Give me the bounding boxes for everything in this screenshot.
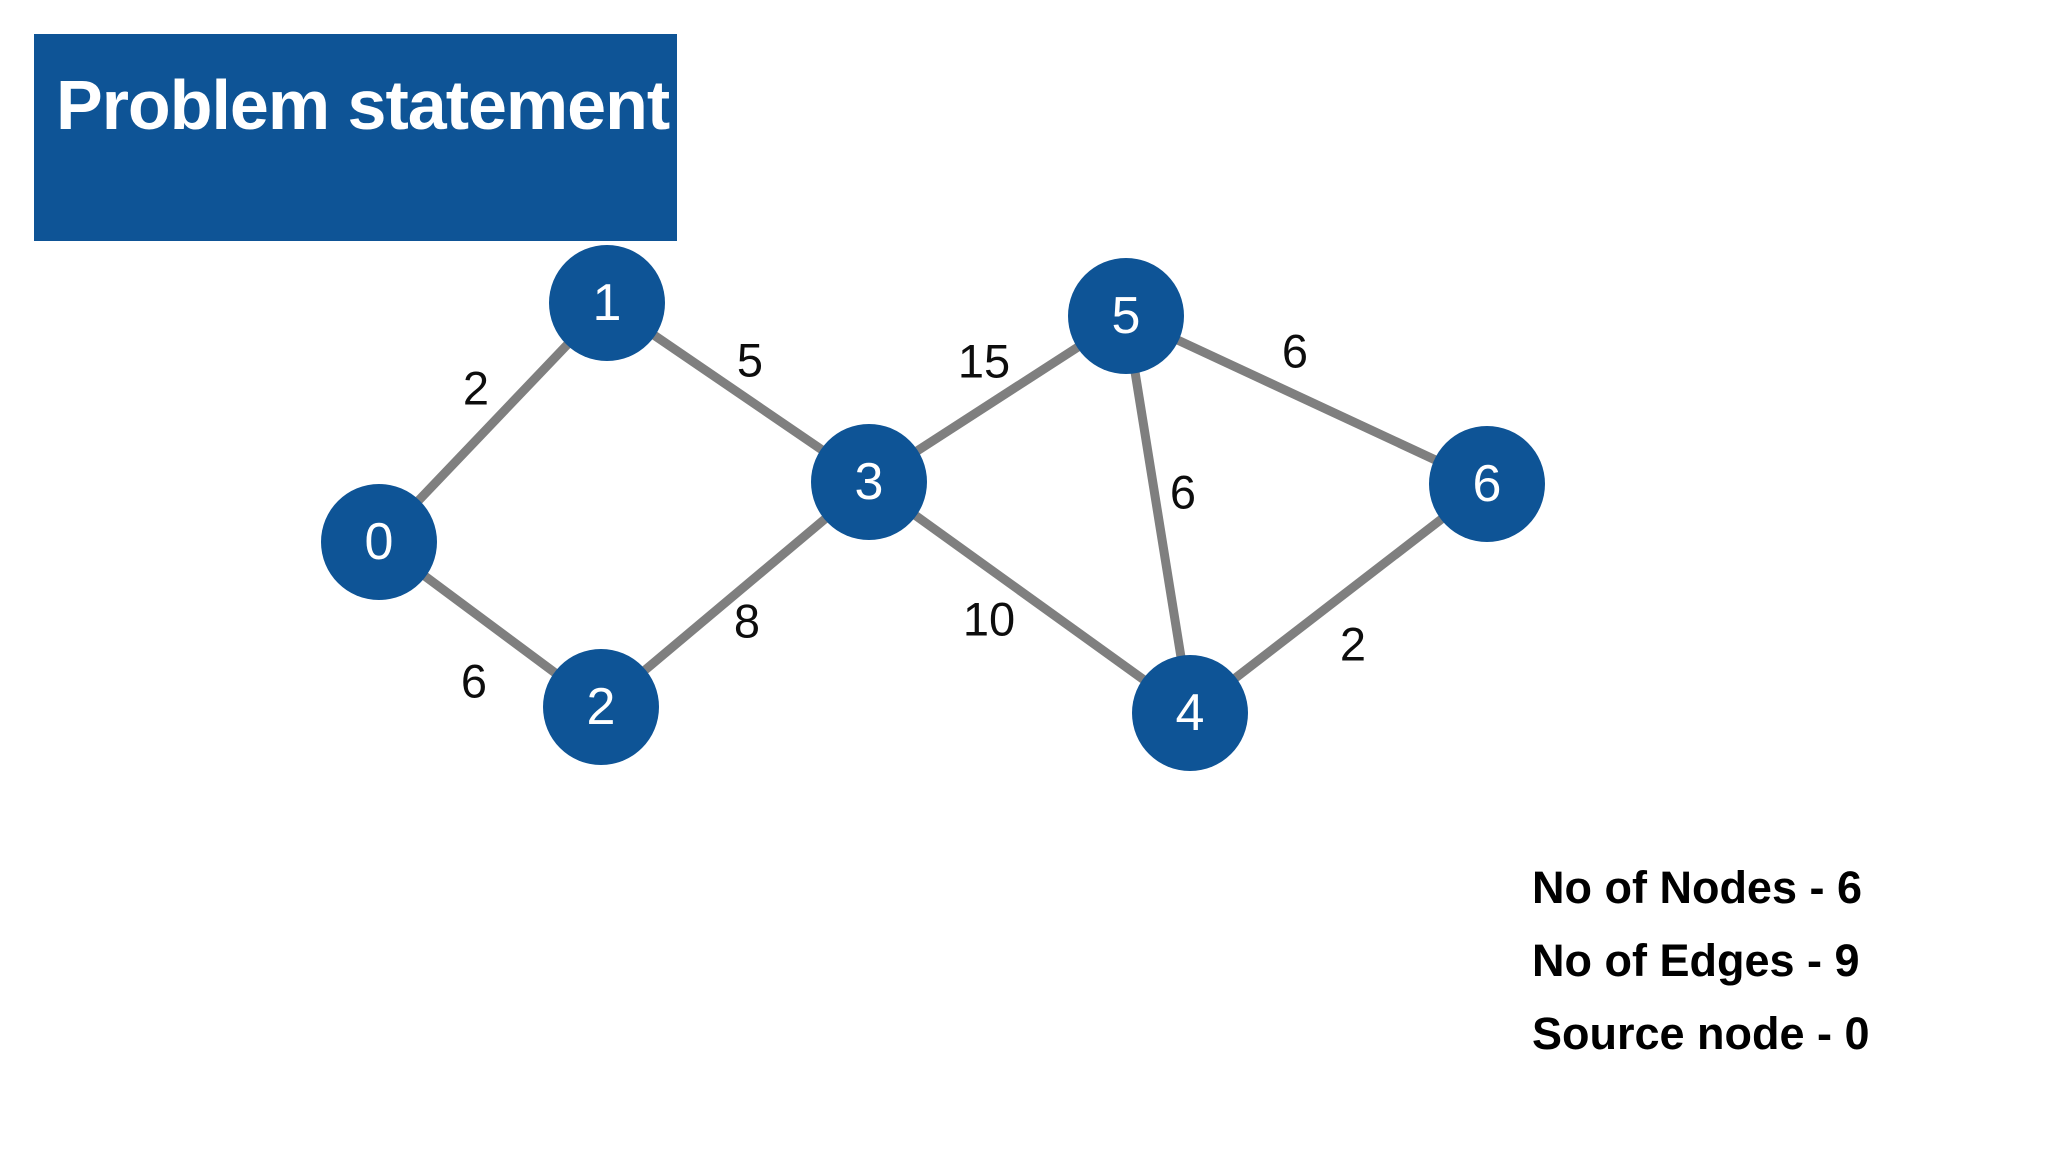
graph-node-0 [321, 484, 437, 600]
graph-node-label-1: 1 [593, 274, 622, 332]
graph-node-label-5: 5 [1112, 287, 1141, 345]
edge-weight-label-1-3: 5 [737, 334, 763, 387]
edge-weight-label-4-5: 6 [1170, 466, 1196, 519]
graph-node-4 [1132, 655, 1248, 771]
graph-node-2 [543, 649, 659, 765]
info-panel: No of Nodes - 6 No of Edges - 9 Source n… [1532, 851, 1870, 1070]
edge-weight-label-0-2: 6 [461, 655, 487, 708]
info-node-count: No of Nodes - 6 [1532, 862, 1863, 913]
graph-node-label-0: 0 [365, 513, 394, 571]
edge-weight-label-3-5: 15 [958, 335, 1010, 388]
graph-node-label-2: 2 [587, 678, 616, 736]
graph-node-label-6: 6 [1473, 455, 1502, 513]
page-title: Problem statement [56, 66, 670, 144]
graph-node-6 [1429, 426, 1545, 542]
info-edge-count: No of Edges - 9 [1532, 935, 1860, 986]
graph-edge-3-4 [866, 478, 1193, 717]
graph-edge-4-6 [1187, 480, 1490, 717]
graph-node-5 [1068, 258, 1184, 374]
graph-edge-4-5 [1121, 315, 1195, 714]
graph-node-label-4: 4 [1176, 684, 1205, 742]
graph-node-label-3: 3 [855, 453, 884, 511]
edge-weight-label-5-6: 6 [1282, 325, 1308, 378]
edge-weight-label-4-6: 2 [1340, 618, 1366, 671]
edge-weight-label-3-4: 10 [963, 593, 1015, 646]
edge-weight-label-2-3: 8 [734, 595, 760, 648]
edge-weight-label-0-1: 2 [463, 362, 489, 415]
graph-edge-5-6 [1124, 311, 1489, 489]
info-source-node: Source node - 0 [1532, 1008, 1870, 1059]
title-bar: Problem statement [34, 34, 677, 241]
graph-node-1 [549, 245, 665, 361]
graph-node-3 [811, 424, 927, 540]
graph-edge-2-3 [598, 478, 872, 711]
